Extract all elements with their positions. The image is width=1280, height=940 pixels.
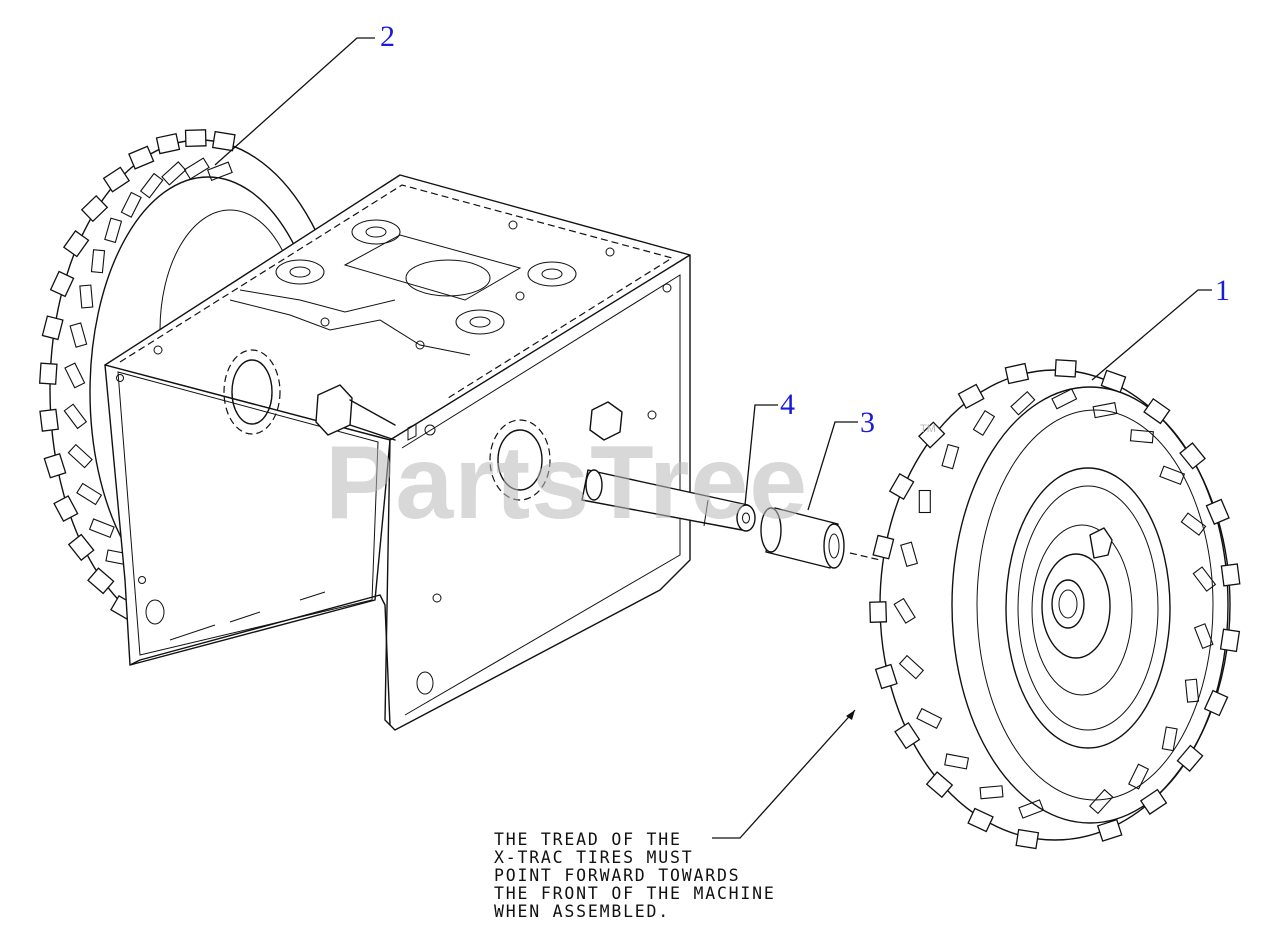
- note-line-4: THE FRONT OF THE MACHINE: [494, 884, 776, 903]
- tread-lug-inner: [67, 443, 93, 469]
- tread-lug: [1004, 362, 1030, 385]
- tread-lug-inner: [1018, 799, 1045, 819]
- tread-lug: [1176, 744, 1204, 773]
- tread-lug-inner: [944, 753, 970, 770]
- tread-lug: [43, 452, 67, 479]
- tread-lug: [894, 721, 921, 750]
- callout-1-label: 1: [1215, 274, 1230, 307]
- tread-lug-inner: [1159, 465, 1186, 486]
- tread-lug-inner: [76, 482, 103, 506]
- watermark-trademark: TM: [920, 423, 936, 435]
- tread-lug: [211, 130, 236, 152]
- spacer-tube: [760, 507, 881, 569]
- tread-lug-inner: [918, 489, 931, 514]
- tread-lug: [102, 166, 131, 193]
- tread-lug-inner: [104, 217, 123, 244]
- tread-lug-inner: [900, 541, 919, 568]
- tread-lug: [53, 495, 79, 523]
- tread-lug-inner: [941, 443, 960, 470]
- callout-1-group: 1: [1091, 274, 1230, 381]
- tread-lug-inner: [1010, 390, 1036, 416]
- tread-lug-inner: [88, 518, 115, 538]
- tread-lug: [1220, 563, 1241, 587]
- tread-lug: [41, 315, 64, 341]
- tread-lug-inner: [63, 403, 88, 430]
- tread-lug-inner: [1051, 388, 1078, 410]
- callout-2-group: 2: [214, 20, 395, 166]
- assembly-note: THE TREAD OF THE X-TRAC TIRES MUST POINT…: [494, 709, 856, 921]
- tread-lug-inner: [1192, 566, 1217, 592]
- tread-lug: [918, 421, 946, 449]
- tread-lug: [1054, 359, 1077, 378]
- tread-lug-inner: [893, 597, 916, 624]
- tread-lug-inner: [120, 191, 142, 218]
- tread-lug: [1205, 498, 1230, 526]
- note-line-3: POINT FORWARD TOWARDS: [494, 866, 740, 885]
- tread-lug: [869, 601, 888, 623]
- watermark: PartsTree: [325, 425, 808, 541]
- tread-lug: [1219, 628, 1241, 653]
- callout-2-label: 2: [380, 20, 395, 53]
- callout-3-group: 3: [807, 406, 875, 511]
- tread-lug-inner: [1128, 763, 1150, 790]
- tread-lug: [1179, 442, 1206, 470]
- tread-lug: [1203, 689, 1229, 717]
- tread-lug-inner: [916, 707, 943, 730]
- right-wheel: [869, 359, 1241, 850]
- tread-lug-inner: [1184, 678, 1200, 703]
- tread-lug: [957, 383, 985, 410]
- tread-lug-inner: [979, 785, 1004, 800]
- tread-lug: [874, 663, 898, 690]
- tread-lug: [87, 567, 115, 595]
- tread-lug-inner: [898, 654, 925, 680]
- tread-lug-inner: [1088, 788, 1114, 815]
- tread-lug: [1139, 788, 1168, 815]
- tread-lug: [888, 472, 915, 501]
- tread-lug: [39, 408, 59, 432]
- axle-shaft: [581, 469, 756, 532]
- tread-lug: [38, 362, 58, 385]
- tread-lug: [925, 771, 954, 799]
- tread-lug-inner: [183, 157, 210, 180]
- tread-lug-inner: [206, 161, 233, 182]
- tread-lug: [1143, 397, 1171, 425]
- tread-lug-inner: [1193, 623, 1214, 650]
- note-line-5: WHEN ASSEMBLED.: [494, 902, 670, 921]
- tread-lug-inner: [79, 284, 94, 309]
- tread-lug: [184, 129, 207, 148]
- callout-4-group: 4: [744, 388, 795, 506]
- tread-lug: [67, 533, 95, 562]
- tread-lug: [872, 534, 895, 560]
- tread-lug-inner: [1129, 429, 1154, 444]
- tread-lug-inner: [139, 172, 164, 199]
- tread-lug-inner: [64, 362, 86, 389]
- tread-lug-inner: [1092, 402, 1118, 419]
- tread-lug: [128, 145, 155, 170]
- tread-lug: [1015, 828, 1040, 850]
- frame-housing: [104, 174, 691, 731]
- tread-lug-inner: [90, 249, 106, 274]
- note-line-2: X-TRAC TIRES MUST: [494, 848, 693, 867]
- tread-lug-inner: [1161, 726, 1178, 752]
- tread-lug-inner: [161, 161, 187, 186]
- tread-lug: [1100, 369, 1127, 393]
- tread-lug-inner: [1180, 512, 1207, 536]
- tread-lug: [62, 230, 90, 258]
- callout-4-label: 4: [780, 388, 795, 421]
- tread-lug-inner: [69, 322, 88, 348]
- tread-lug: [1096, 818, 1123, 842]
- tread-lug: [155, 132, 181, 155]
- tread-lug-inner: [972, 410, 996, 437]
- tread-lug: [80, 194, 109, 223]
- callout-3-label: 3: [860, 406, 875, 439]
- note-line-1: THE TREAD OF THE: [494, 830, 682, 849]
- tread-lug: [967, 807, 994, 833]
- tread-lug: [49, 270, 75, 298]
